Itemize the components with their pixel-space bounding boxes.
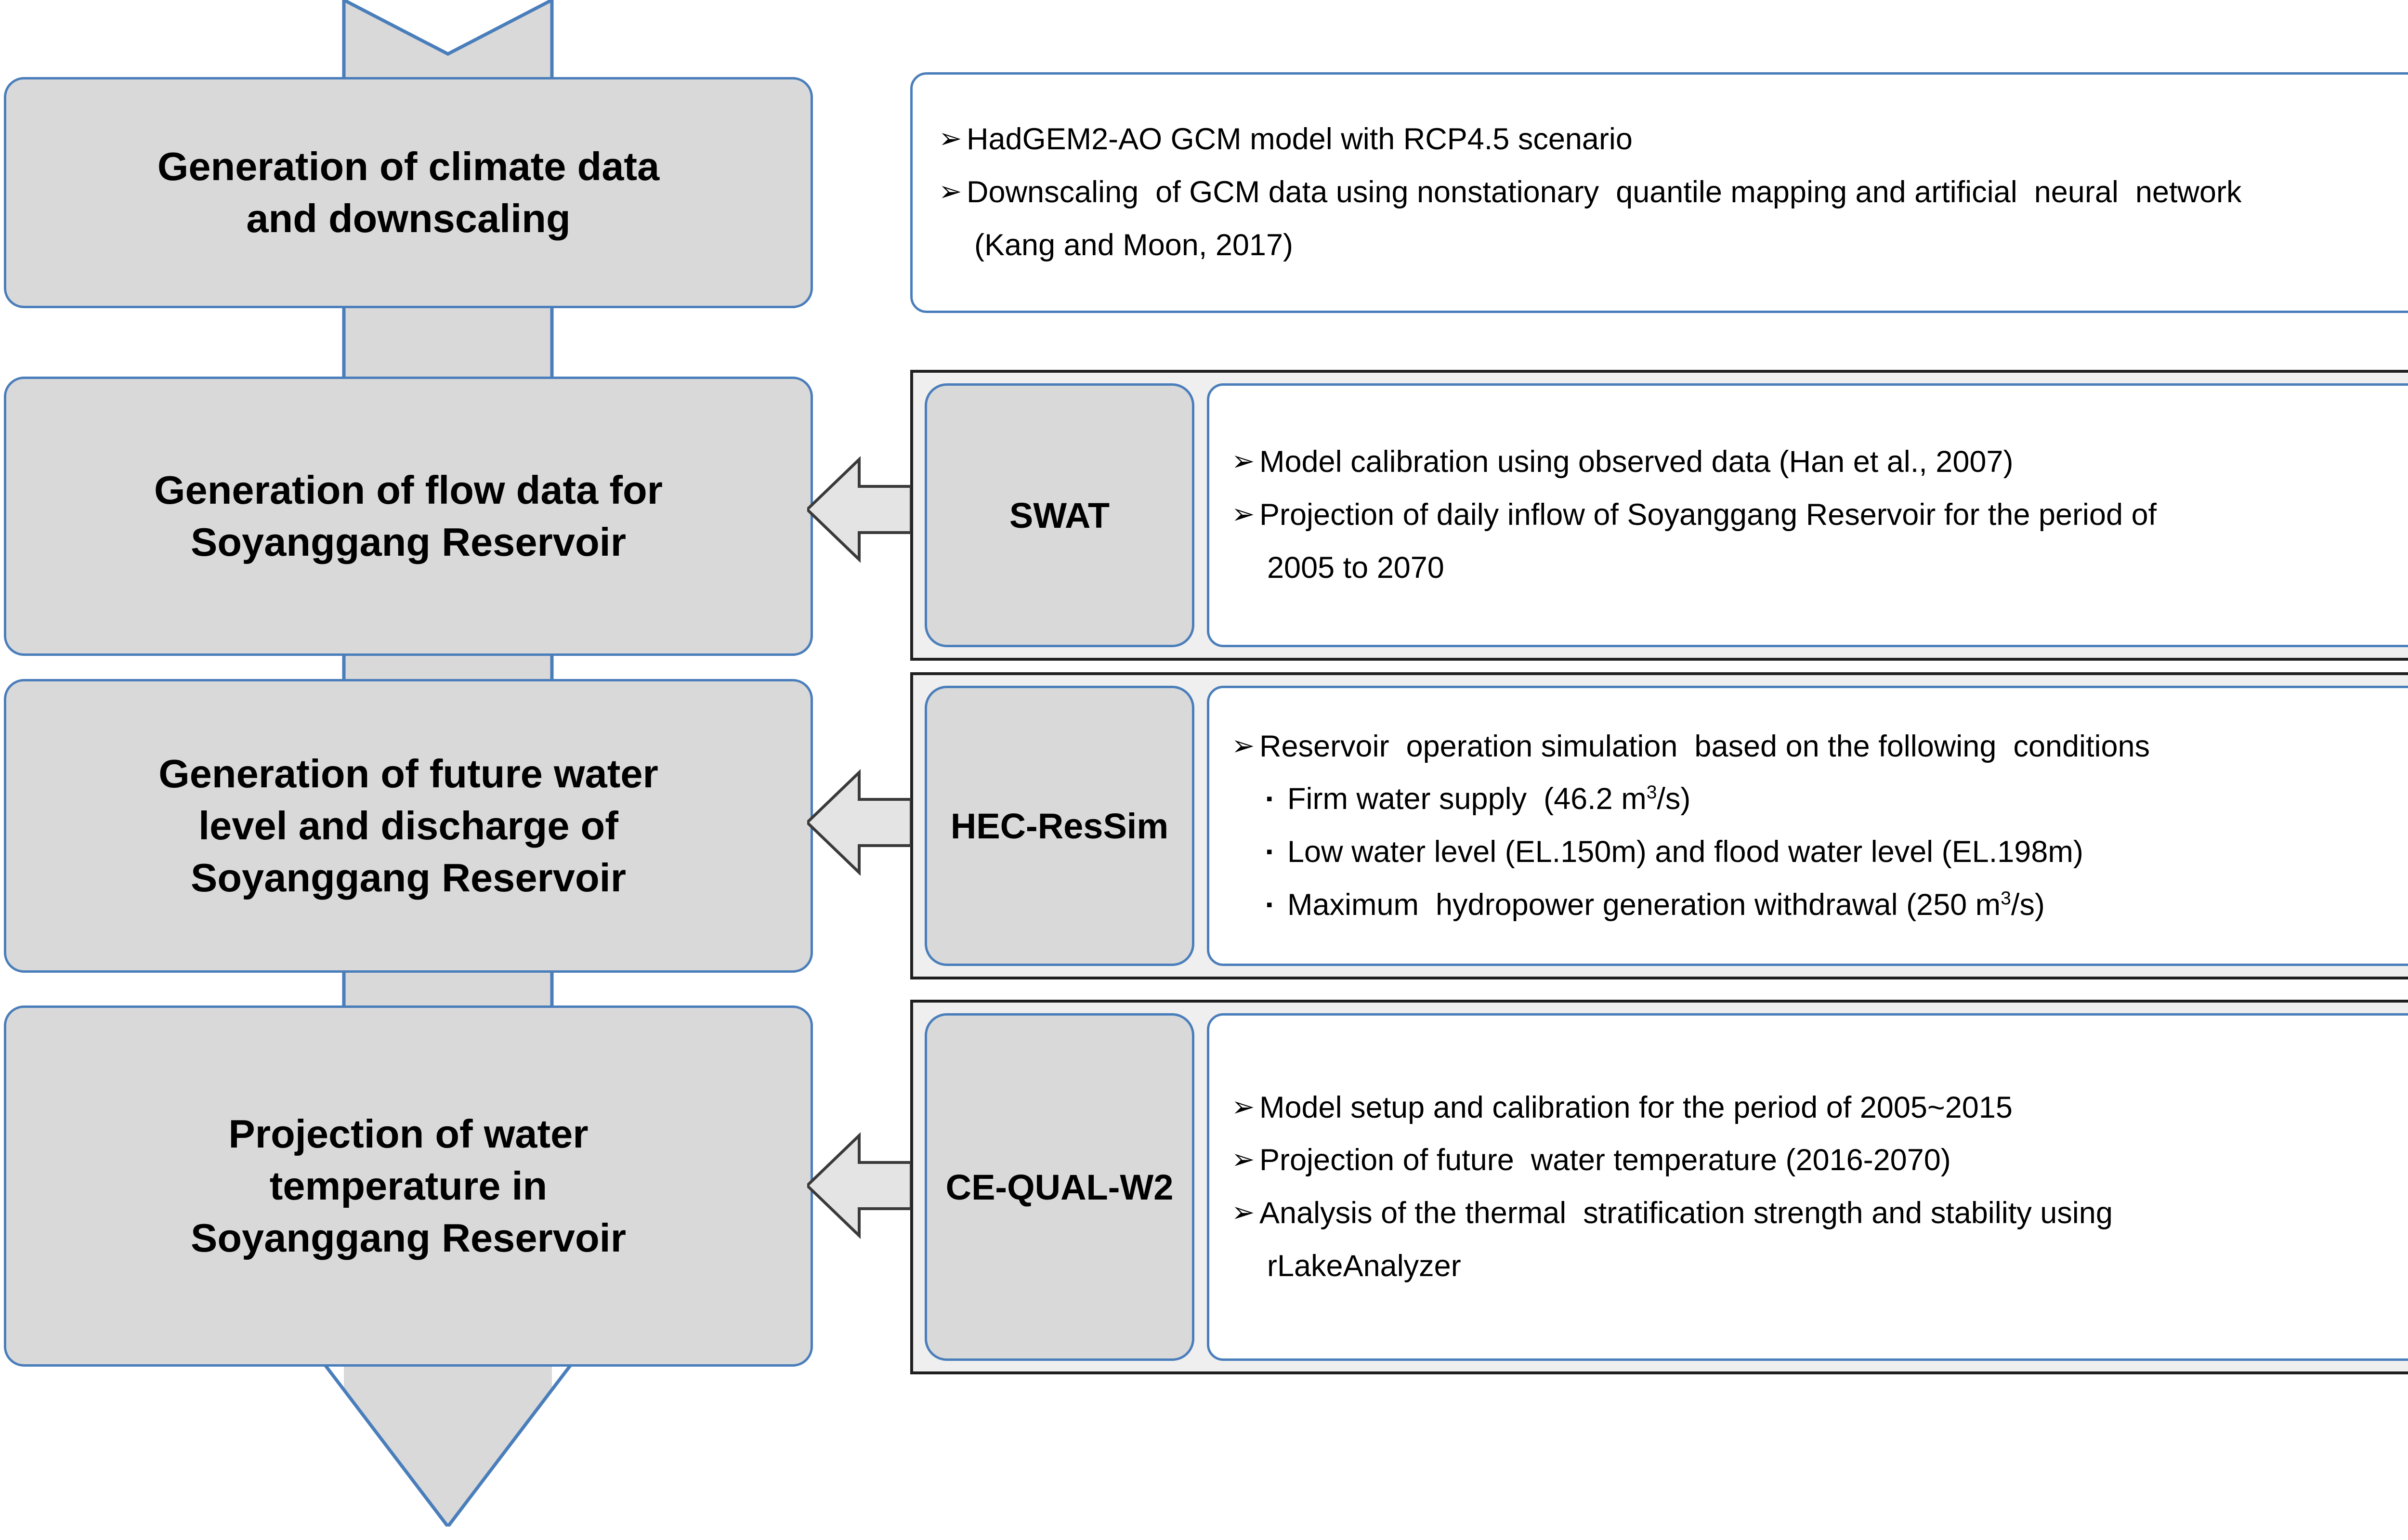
chevron-bullet-icon: ➢: [1231, 498, 1255, 530]
step-title: Generation of future water level and dis…: [158, 751, 658, 900]
step-box-temperature[interactable]: Projection of water temperature in Soyan…: [4, 1005, 813, 1367]
note-item-continuation: rLakeAnalyzer: [1267, 1249, 1461, 1283]
note-item: ➢ Model setup and calibration for the pe…: [1231, 1085, 2408, 1131]
note-item: ➢ Projection of future water temperature…: [1231, 1137, 2408, 1184]
note-text-firm-supply: Firm water supply (46.2 m3/s): [1287, 782, 1691, 816]
chevron-bullet-icon: ➢: [1231, 1197, 1255, 1228]
note-item: ➢ Model calibration using observed data …: [1231, 439, 2408, 485]
note-item: ➢ HadGEM2-AO GCM model with RCP4.5 scena…: [939, 117, 2408, 163]
note-item-continuation: (Kang and Moon, 2017): [974, 228, 1293, 262]
chevron-bullet-icon: ➢: [1231, 1091, 1255, 1122]
detail-group-flow: SWAT ➢ Model calibration using observed …: [910, 370, 2408, 661]
notes-panel-waterlevel: ➢ Reservoir operation simulation based o…: [1207, 686, 2408, 966]
square-bullet-icon: ▪: [1266, 894, 1273, 915]
model-label: SWAT: [1009, 495, 1110, 535]
notes-panel-climate: ➢ HadGEM2-AO GCM model with RCP4.5 scena…: [910, 72, 2408, 313]
connector-arrow-left-temperature: [807, 1118, 911, 1253]
note-item-continuation: 2005 to 2070: [1267, 550, 1444, 585]
connector-arrow-left-waterlevel: [807, 755, 911, 890]
model-chip-swat[interactable]: SWAT: [925, 383, 1194, 647]
note-subitem: ▪ Firm water supply (46.2 m3/s): [1266, 776, 2408, 822]
detail-group-temperature: CE-QUAL-W2 ➢ Model setup and calibration…: [910, 1000, 2408, 1374]
step-title: Generation of climate data and downscali…: [157, 144, 660, 241]
step-box-flow[interactable]: Generation of flow data for Soyanggang R…: [4, 377, 813, 656]
note-item: ➢ Analysis of the thermal stratification…: [1231, 1190, 2408, 1237]
model-chip-ce-qual-w2[interactable]: CE-QUAL-W2: [925, 1013, 1194, 1361]
chevron-bullet-icon: ➢: [1231, 445, 1255, 477]
notes-panel-flow: ➢ Model calibration using observed data …: [1207, 383, 2408, 647]
model-label: CE-QUAL-W2: [945, 1167, 1174, 1207]
square-bullet-icon: ▪: [1266, 842, 1273, 862]
note-subitem: ▪ Low water level (EL.150m) and flood wa…: [1266, 829, 2408, 875]
detail-group-climate: ➢ HadGEM2-AO GCM model with RCP4.5 scena…: [910, 72, 2408, 313]
detail-group-waterlevel: HEC-ResSim ➢ Reservoir operation simulat…: [910, 672, 2408, 979]
square-bullet-icon: ▪: [1266, 789, 1273, 809]
chevron-bullet-icon: ➢: [1231, 1144, 1255, 1175]
step-box-waterlevel[interactable]: Generation of future water level and dis…: [4, 679, 813, 973]
chevron-bullet-icon: ➢: [939, 176, 962, 208]
step-title: Projection of water temperature in Soyan…: [190, 1111, 627, 1260]
connector-arrow-left-flow: [807, 442, 911, 577]
step-title: Generation of flow data for Soyanggang R…: [154, 468, 663, 564]
note-item: ➢ Reservoir operation simulation based o…: [1231, 724, 2408, 770]
notes-panel-temperature: ➢ Model setup and calibration for the pe…: [1207, 1013, 2408, 1361]
chevron-bullet-icon: ➢: [939, 123, 962, 155]
chevron-bullet-icon: ➢: [1231, 730, 1255, 761]
note-item: ➢ Projection of daily inflow of Soyangga…: [1231, 492, 2408, 538]
model-chip-hec-ressim[interactable]: HEC-ResSim: [925, 686, 1194, 966]
note-subitem: ▪ Maximum hydropower generation withdraw…: [1266, 882, 2408, 928]
note-text-max-hydropower: Maximum hydropower generation withdrawal…: [1287, 887, 2045, 922]
step-box-climate[interactable]: Generation of climate data and downscali…: [4, 77, 813, 308]
model-label: HEC-ResSim: [950, 806, 1169, 846]
note-item: ➢ Downscaling of GCM data using nonstati…: [939, 170, 2408, 216]
